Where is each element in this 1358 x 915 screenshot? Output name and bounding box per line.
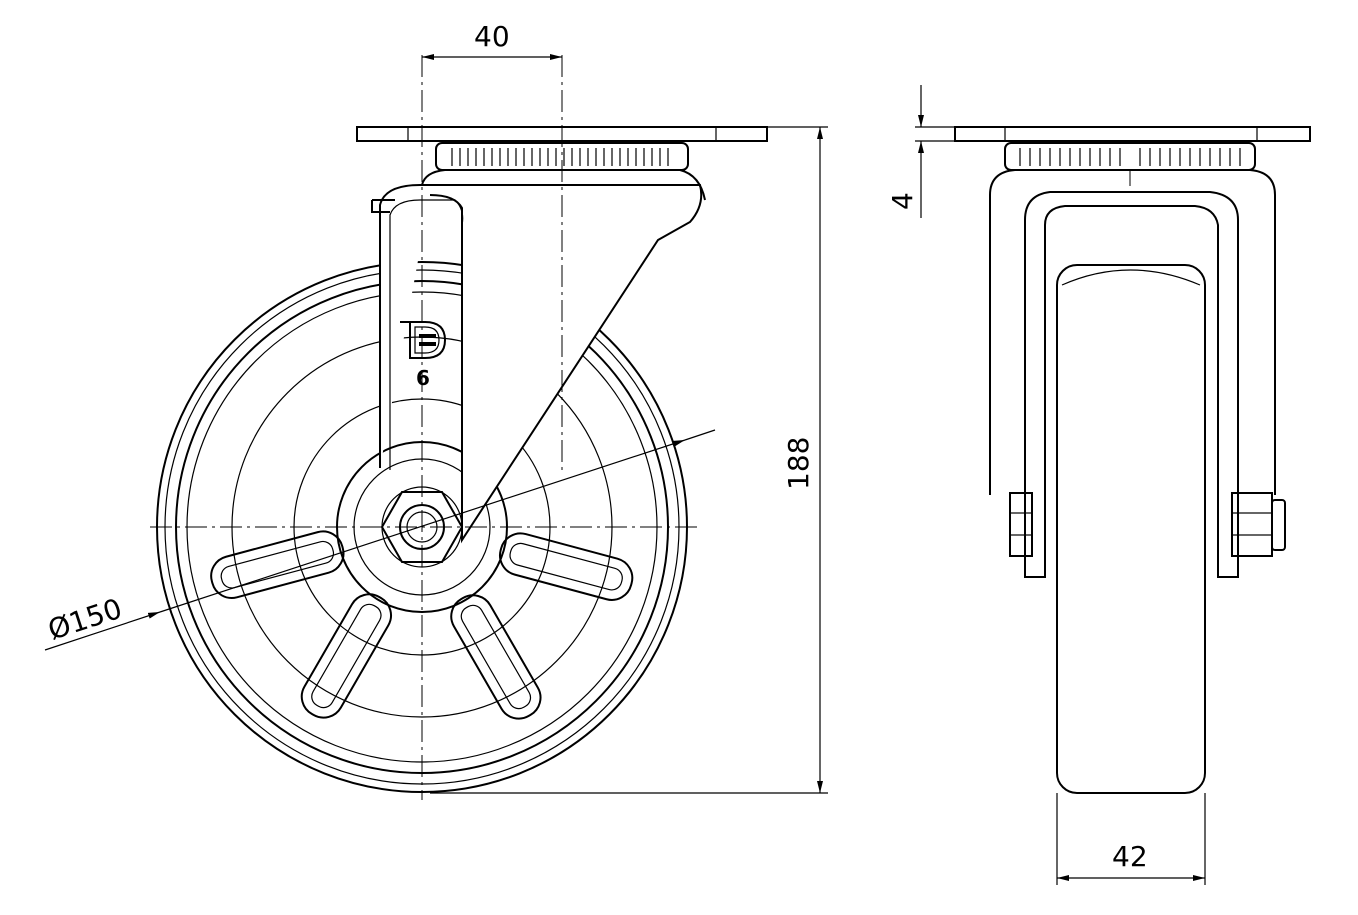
fork-side [989, 169, 1276, 578]
side-view [954, 126, 1311, 794]
top-plate-side [954, 126, 1311, 142]
dim-diameter-label: Ø150 [44, 592, 126, 647]
dim-thickness-label: 4 [886, 192, 919, 210]
centerlines-front [150, 55, 700, 800]
dim-offset-label: 40 [474, 20, 510, 53]
dimension-offset: 40 [422, 20, 562, 60]
dim-height-label: 188 [782, 437, 815, 490]
dim-width-label: 42 [1112, 840, 1148, 873]
brand-logo: 6 [400, 321, 447, 390]
wheel-spokes [210, 530, 634, 720]
front-view: 6 [150, 55, 768, 800]
axle-bolt-side [1009, 492, 1286, 557]
dimension-wheel-width: 42 [1056, 793, 1206, 885]
dimension-plate-thickness: 4 [886, 85, 955, 218]
dimension-overall-height: 188 [430, 126, 828, 794]
wheel-side [1056, 264, 1206, 794]
bearing-ring-side [1004, 142, 1256, 171]
logo-number: 6 [416, 366, 430, 390]
